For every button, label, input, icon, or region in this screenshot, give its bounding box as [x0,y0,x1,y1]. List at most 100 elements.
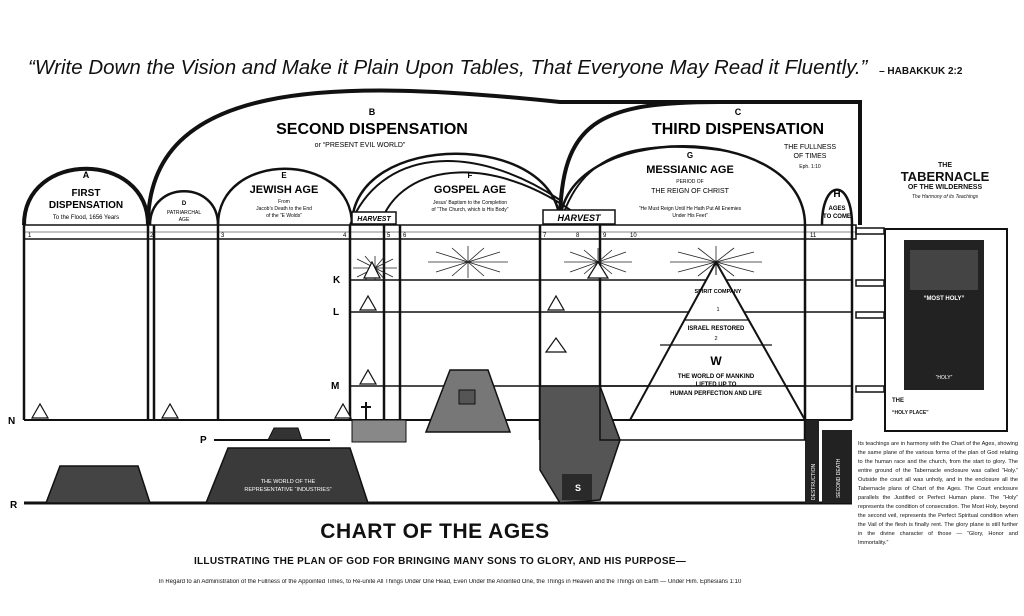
column-number: 1 [28,233,32,239]
s-label: S [575,483,581,493]
plane-label-n: N [8,416,15,427]
age-g-sub-3: “He Must Reign Until He Hath Put All Ene… [639,206,742,212]
second-death-bar [822,430,852,503]
column-number: 6 [403,233,407,239]
tabernacle-diagram: “MOST HOLY” “HOLY” THE “HOLY PLACE” [884,228,1008,432]
harvest-box-2 [542,209,616,225]
age-h-title-2: TO COME [823,214,851,220]
disp-a-title-2: DISPENSATION [49,200,123,211]
age-f-title: GOSPEL AGE [434,184,506,196]
age-g-sub-1: PERIOD OF [676,179,704,185]
column-number: 10 [630,233,637,239]
tabernacle-the: THE [938,162,952,169]
pyramid-top-label: SPIRIT COMPANY [695,289,742,295]
age-g-title: MESSIANIC AGE [646,164,734,176]
age-e-letter: E [281,171,287,180]
age-h-title-1: AGES [828,206,845,212]
jewish-age-arch [216,167,354,226]
plane-letter-group: K L M N P R [8,275,341,511]
age-f-sub-2: of “The Church, which is His Body” [432,207,509,213]
tabernacle-header: THE TABERNACLE OF THE WILDERNESS The Har… [870,162,1020,200]
disp-a-title-1: FIRST [72,188,101,199]
disp-b-sub: or “PRESENT EVIL WORLD” [315,142,406,149]
harvest-arch-3 [559,145,721,226]
disp-c-sub-1: THE FULLNESS [784,144,836,151]
column-number: 9 [603,233,607,239]
column-number-group: 1 2 3 4 5 6 7 8 9 10 11 [28,233,817,239]
column-number: 11 [810,233,817,239]
plane-label-m: M [331,381,339,392]
plane-label-k: K [333,275,341,286]
patriarchal-arch [148,190,220,226]
age-f-letter: F [468,171,473,180]
column-number: 7 [543,233,547,239]
harvest-label-1: HARVEST [357,216,391,223]
pyramid-top-number: 1 [716,307,719,313]
first-dispensation-arch [22,166,150,226]
age-d-title-2: AGE [179,217,190,223]
disp-b-title: SECOND DISPENSATION [276,121,468,138]
lower-block-1 [351,419,407,443]
chart-subtitle: ILLUSTRATING THE PLAN OF GOD FOR BRINGIN… [193,556,687,567]
disp-c-letter: C [735,107,742,117]
plane-label-r: R [10,500,18,511]
ark-icon [910,250,978,290]
second-death-label: SECOND DEATH [836,458,842,498]
pyramid-middle-number: 2 [714,336,717,342]
pyramid-base-2: LIFTED UP TO [696,382,737,388]
harvest-arch-1 [349,160,561,226]
harvest-box-1 [351,211,397,225]
quote-reference: – HABAKKUK 2:2 [879,66,963,77]
tabernacle-text: Its teachings are in harmony with the Ch… [858,441,1018,546]
court-label: “HOLY PLACE” [892,410,929,416]
jewish-world-text-2: REPRESENTATIVE “INDUSTRIES” [244,487,331,493]
disp-c-sub-2: OF TIMES [794,153,827,160]
column-number: 4 [343,233,347,239]
age-d-title-1: PATRIARCHAL [167,210,201,216]
pyramid-base-1: THE WORLD OF MANKIND [678,374,755,380]
third-dispensation-arch-left [558,100,721,226]
chart-title: CHART OF THE AGES [320,520,550,543]
column-number: 2 [150,233,154,239]
jewish-world-block [204,447,370,504]
age-e-sub-2: Jacob’s Death to the End [256,206,312,212]
age-g-letter: G [687,151,693,160]
millennial-pyramid [628,259,807,421]
age-g-sub-4: Under His Feet” [672,213,708,219]
disp-c-title: THIRD DISPENSATION [652,121,824,138]
jewish-world-text-1: THE WORLD OF THE [261,479,316,485]
age-e-sub-3: of the “E Wolds” [266,213,302,219]
glory-bursts [353,246,762,281]
cross-icon [361,402,371,420]
plane-label-p: P [200,435,207,446]
age-d-letter: D [182,201,187,207]
disp-c-sub-3: Eph. 1:10 [799,164,821,170]
tabernacle-title: TABERNACLE [900,169,990,184]
destruction-bar [805,420,819,503]
pyramid-middle-label: ISRAEL RESTORED [688,326,745,332]
tabernacle-subtitle: OF THE WILDERNESS [907,184,983,191]
quote-text: “Write Down the Vision and Make it Plain… [28,56,868,79]
age-dividers [22,225,854,440]
harvest-arch-2 [379,171,591,226]
column-number: 5 [387,233,391,239]
disp-a-sub: To the Flood, 1656 Years [53,215,119,221]
p-plane-block [267,427,303,441]
destruction-label: DESTRUCTION [811,464,817,501]
pyramid-letter: W [710,354,722,368]
header-quote: “Write Down the Vision and Make it Plain… [28,56,1008,80]
plane-label-l: L [333,307,339,318]
court-the: THE [892,398,904,404]
ages-to-come-arch [820,188,854,226]
pyramid-base-3: HUMAN PERFECTION AND LIFE [670,391,762,397]
tabernacle-tagline: The Harmony of its Teachings [911,194,979,200]
age-e-sub-1: From [278,199,290,205]
age-h-letter: H [833,189,840,200]
chart-note: In Regard to an Administration of the Fu… [158,579,742,585]
age-f-sub-1: Jesus’ Baptism to the Completion [433,200,507,206]
most-holy-label: “MOST HOLY” [923,296,965,302]
tabernacle-connectors [855,227,885,393]
holy-label: “HOLY” [935,375,953,381]
